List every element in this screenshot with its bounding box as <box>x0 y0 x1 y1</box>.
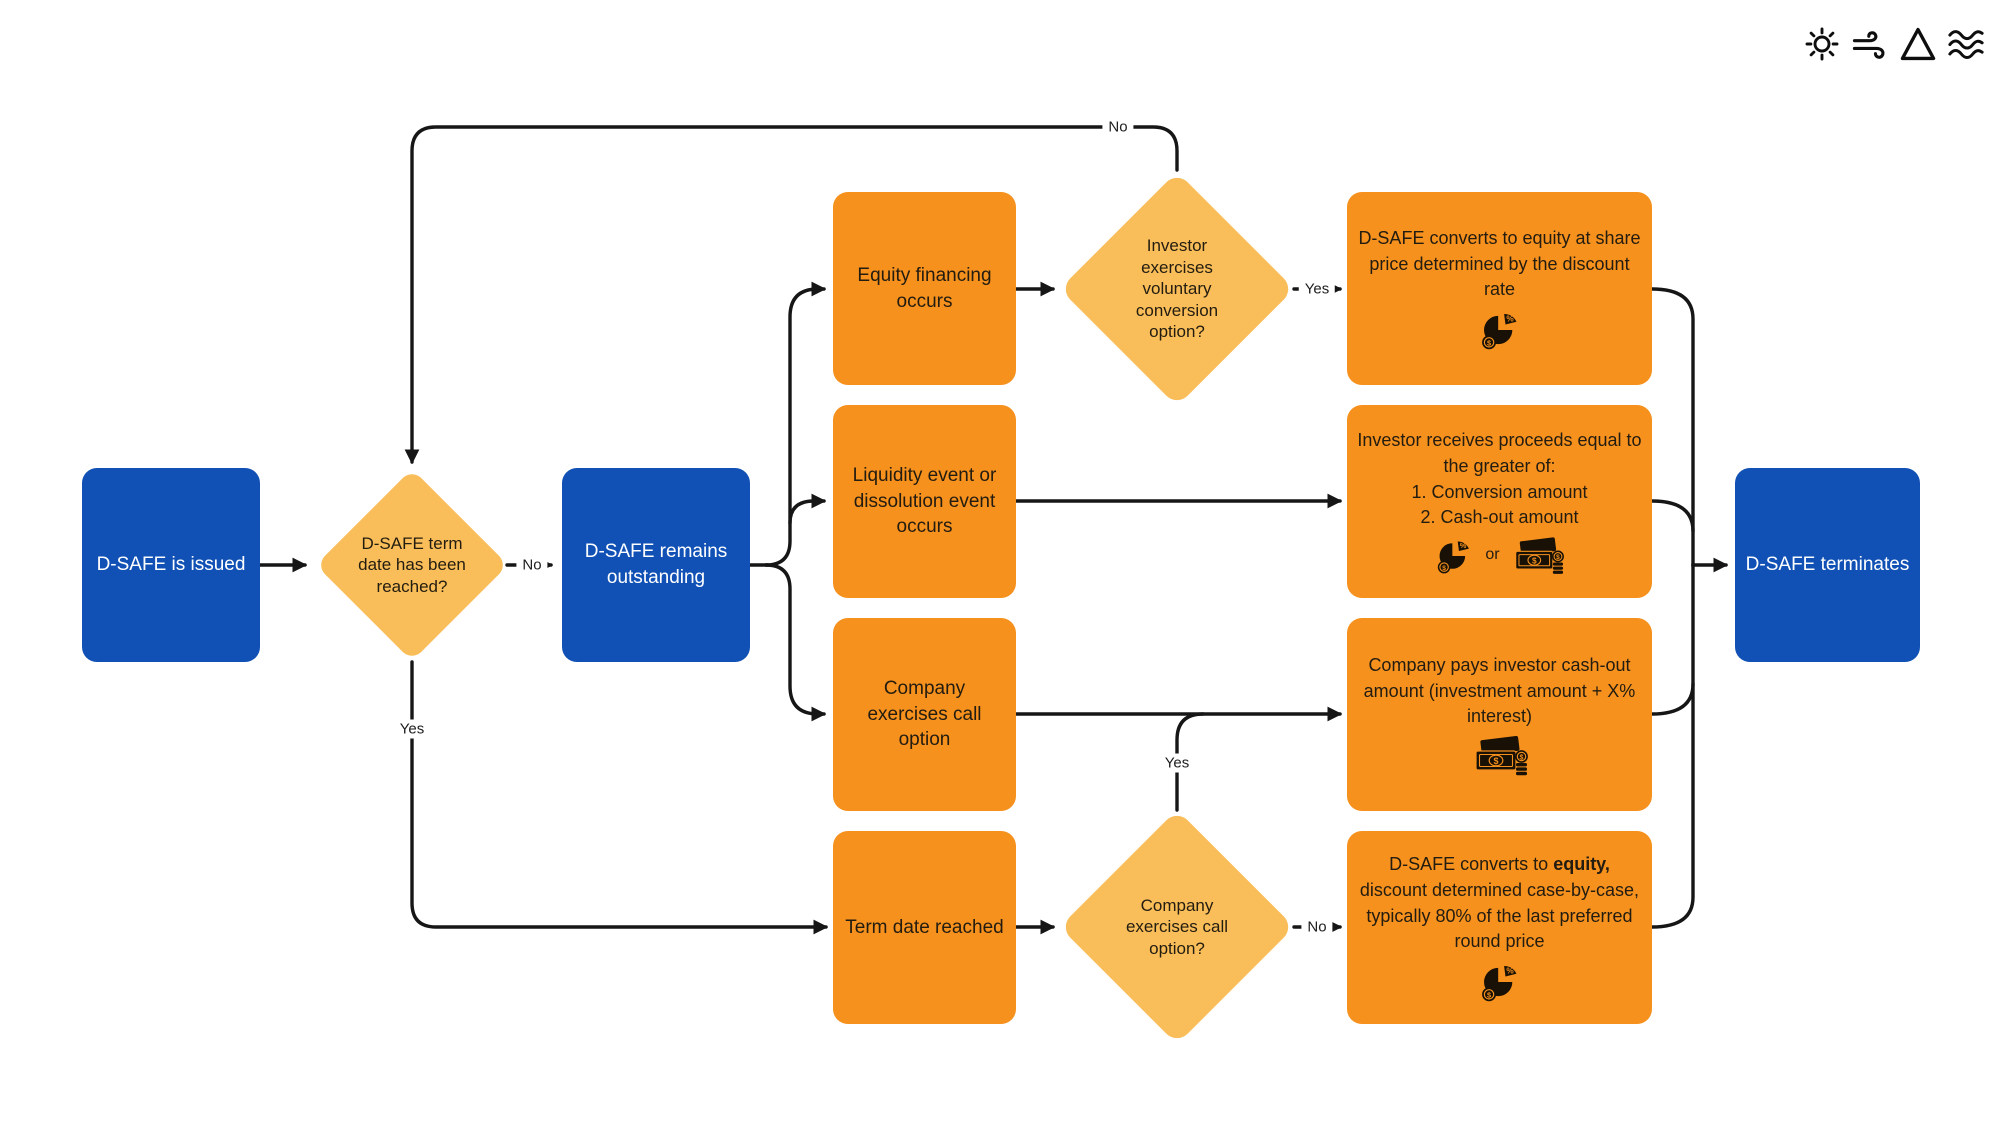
node-label: Liquidity event or dissolution event occ… <box>852 465 997 538</box>
node-dsafe-remains-outstanding: D-SAFE remains outstanding <box>562 468 750 662</box>
decision-diamond-call <box>1065 815 1289 1039</box>
cash-icon: $ $ <box>1474 735 1528 776</box>
svg-text:$: $ <box>1532 555 1537 565</box>
node-label-line: Investor receives proceeds equal to the … <box>1357 430 1642 476</box>
edge-label-call-no: No <box>1301 917 1333 937</box>
edge-merge-bottom <box>1650 562 1695 929</box>
node-company-pays-cashout: Company pays investor cash-out amount (i… <box>1347 618 1652 811</box>
pie-discount-icon: % $ <box>1481 313 1516 350</box>
edge-branch-equity <box>764 281 827 567</box>
edge-merge-top <box>1650 287 1695 568</box>
svg-text:%: % <box>1506 966 1514 975</box>
node-converts-case-by-case: D-SAFE converts to equity, discount dete… <box>1347 831 1652 1024</box>
decision-diamond-term <box>321 474 503 656</box>
edge-termdecision-yes <box>410 660 829 935</box>
svg-text:%: % <box>1460 541 1467 550</box>
edge-label-voluntary-yes: Yes <box>1298 279 1336 299</box>
wind-icon <box>1852 31 1885 59</box>
edge-label-voluntary-no: No <box>1102 117 1134 137</box>
cash-icon: $ $ <box>1514 536 1564 574</box>
node-dsafe-issued: D-SAFE is issued <box>82 468 260 662</box>
decision-diamond-voluntary <box>1065 177 1289 401</box>
svg-text:$: $ <box>1487 338 1491 347</box>
node-company-exercises-call: Company exercises call option <box>833 618 1016 811</box>
node-label-line: 1. Conversion amount <box>1411 481 1588 502</box>
node-dsafe-terminates: D-SAFE terminates <box>1735 468 1920 662</box>
node-investor-proceeds: Investor receives proceeds equal to the … <box>1347 405 1652 598</box>
svg-text:$: $ <box>1519 754 1523 761</box>
node-label: D-SAFE converts to equity at share price… <box>1358 228 1641 300</box>
node-liquidity-event: Liquidity event or dissolution event occ… <box>833 405 1016 598</box>
edge-branch-call <box>764 563 827 722</box>
node-term-date-reached: Term date reached <box>833 831 1016 1024</box>
edge-branch-liquidity <box>788 493 827 525</box>
edge-merge-proceeds <box>1650 499 1695 533</box>
node-converts-discount-rate: D-SAFE converts to equity at share price… <box>1347 192 1652 385</box>
corner-icon-bar <box>1802 24 1986 64</box>
node-label-line: 2. Cash-out amount <box>1420 507 1579 528</box>
node-label: D-SAFE terminates <box>1745 554 1910 576</box>
node-label: D-SAFE remains outstanding <box>584 541 728 588</box>
edge-label-term-no: No <box>516 555 548 575</box>
svg-text:$: $ <box>1443 564 1447 571</box>
node-label: D-SAFE converts to equity, discount dete… <box>1359 854 1640 952</box>
pie-discount-icon: % $ <box>1481 965 1516 1001</box>
edge-calldecision-yes <box>1175 712 1205 812</box>
svg-text:$: $ <box>1493 756 1498 766</box>
node-label: Equity financing occurs <box>857 264 992 312</box>
node-label: Term date reached <box>845 916 1004 938</box>
svg-text:$: $ <box>1556 554 1560 561</box>
node-label: Company exercises call option <box>867 678 982 751</box>
svg-text:%: % <box>1506 314 1514 323</box>
svg-text:$: $ <box>1487 990 1491 999</box>
edge-label-term-yes: Yes <box>393 719 431 739</box>
pie-discount-icon: % $ <box>1438 541 1470 574</box>
waves-icon <box>1948 30 1984 59</box>
node-label: D-SAFE is issued <box>96 554 246 576</box>
edge-voluntary-no-loop <box>404 125 1179 465</box>
edge-label-call-yes: Yes <box>1158 753 1196 773</box>
triangle-icon <box>1900 27 1936 61</box>
node-label: Company pays investor cash-out amount (i… <box>1363 655 1636 727</box>
or-label: or <box>1485 546 1500 564</box>
edge-merge-payout <box>1650 682 1695 716</box>
node-equity-financing: Equity financing occurs <box>833 192 1016 385</box>
sun-icon <box>1805 27 1839 61</box>
